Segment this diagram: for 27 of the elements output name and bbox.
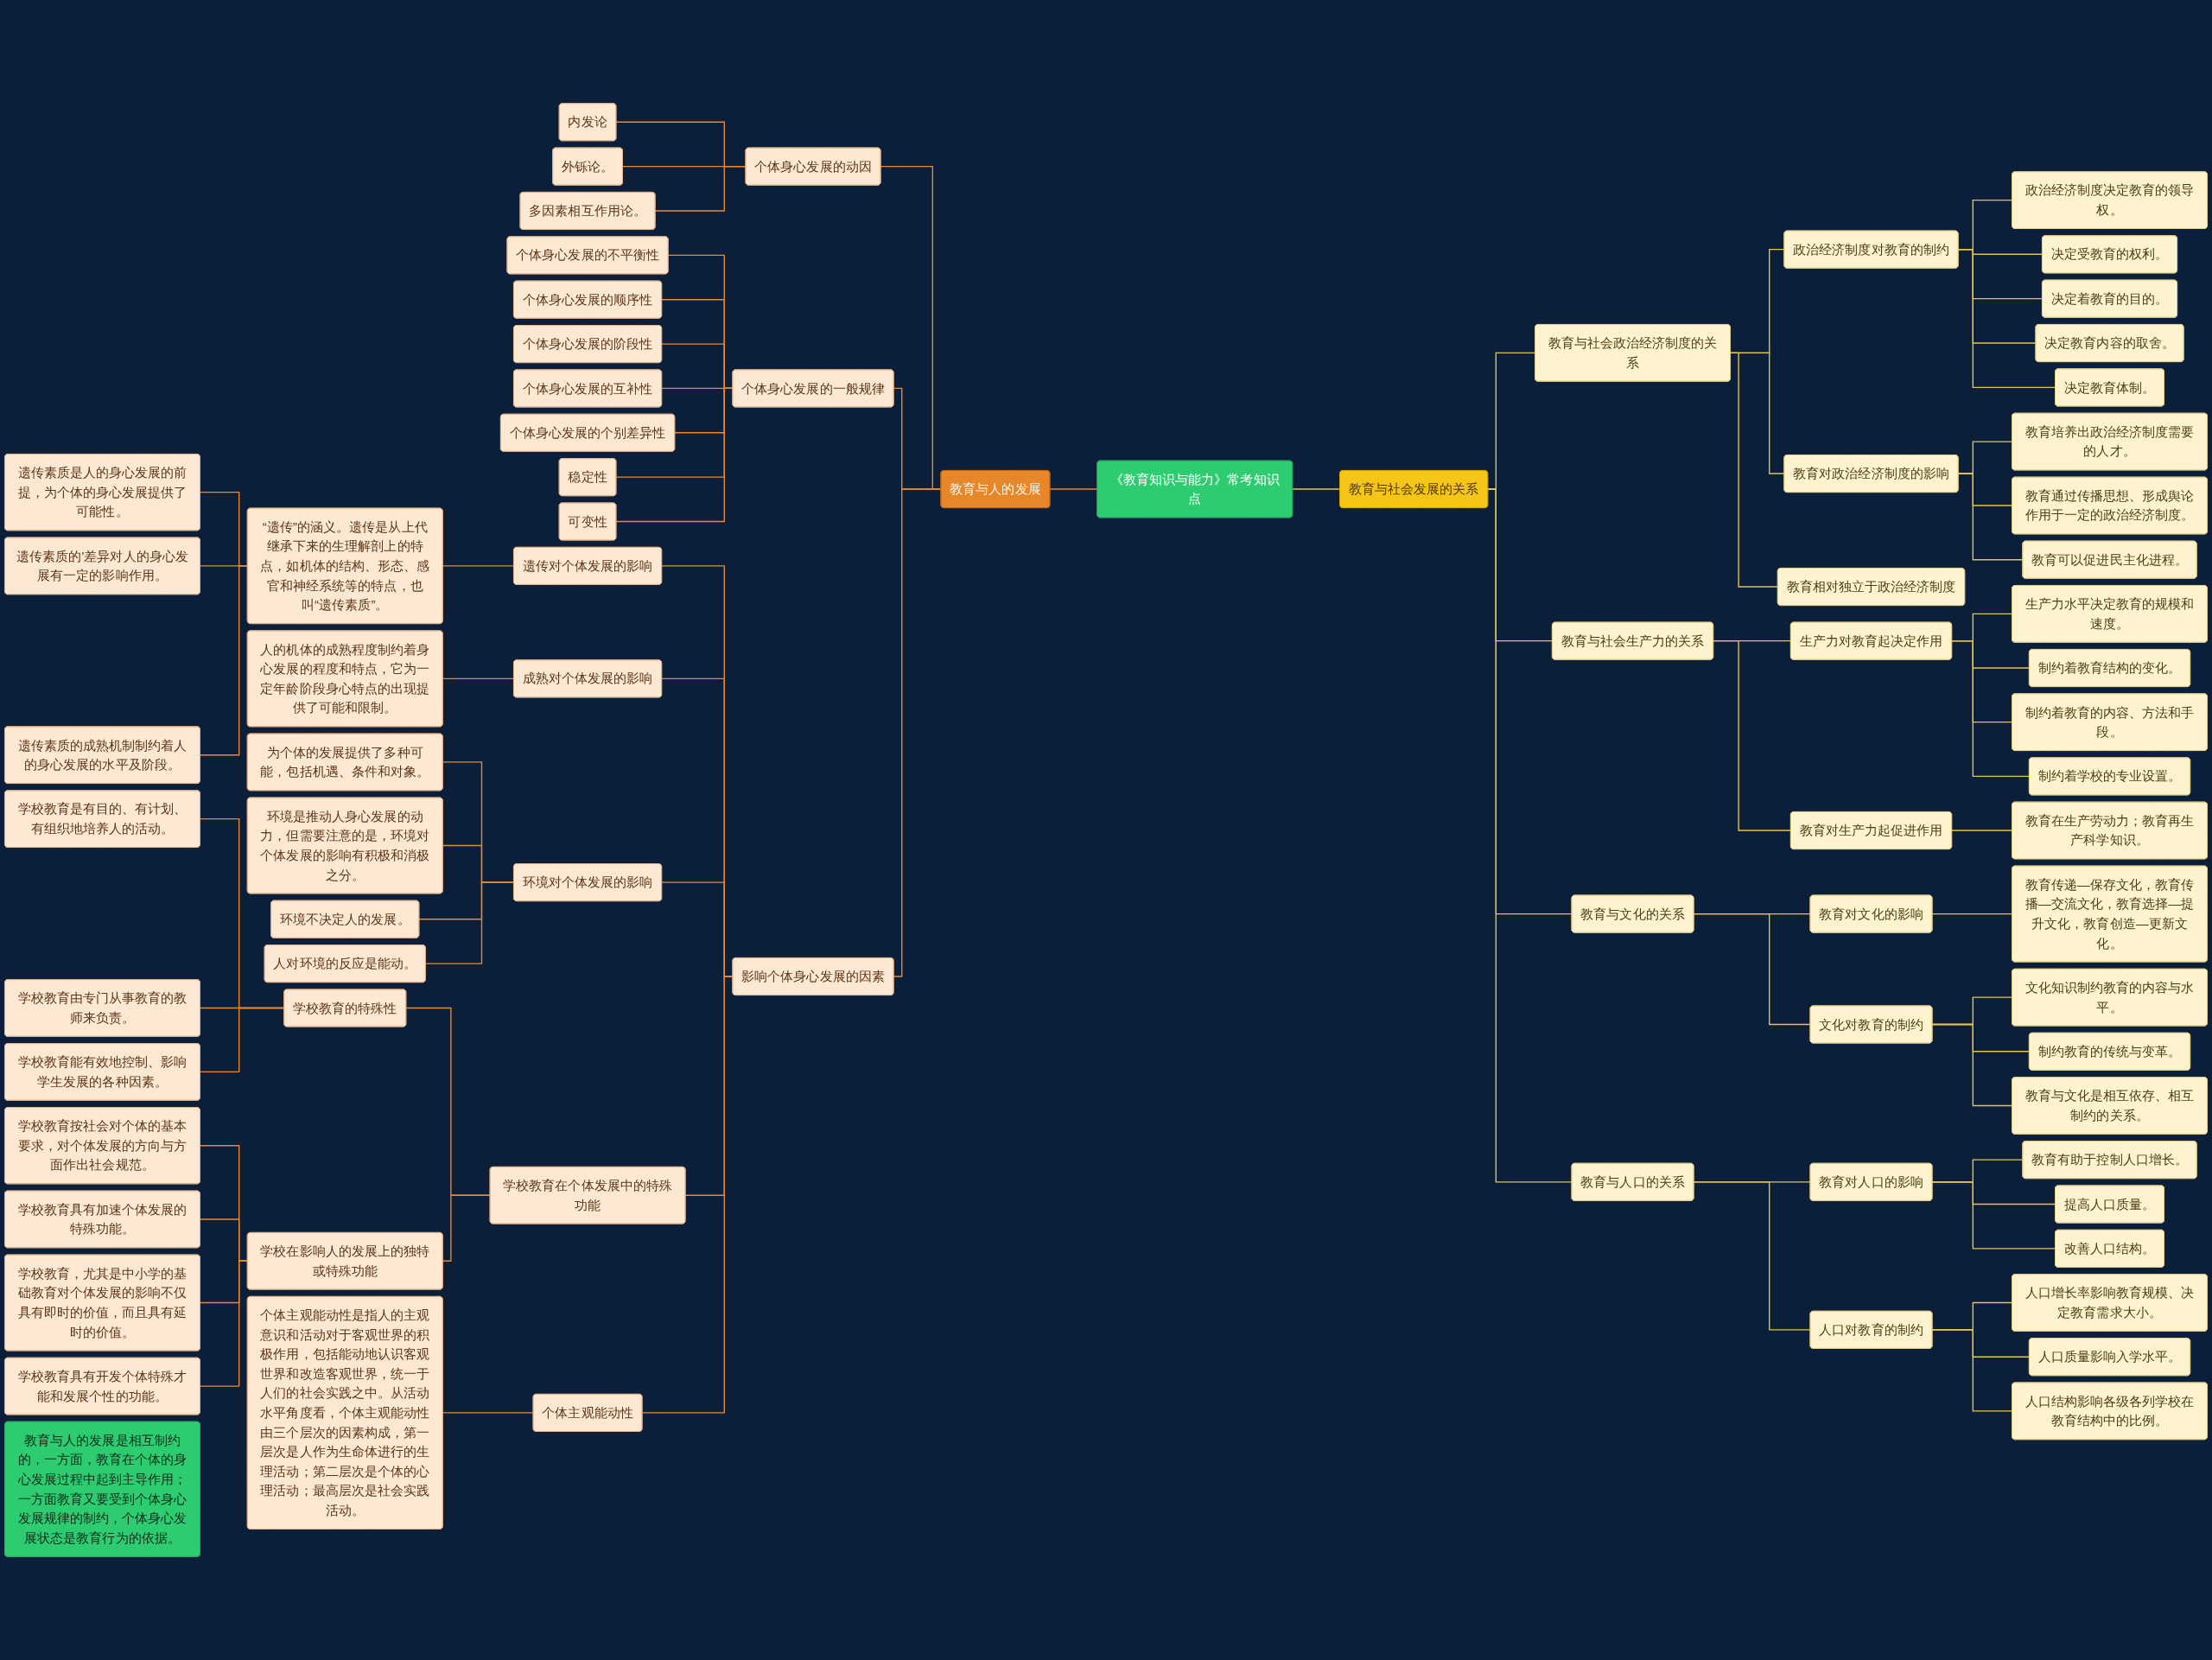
connector (893, 488, 942, 977)
connector (1712, 640, 1792, 831)
connector (641, 976, 734, 1414)
connector (1950, 640, 2031, 778)
connector (1931, 1023, 2013, 1107)
connector (1049, 488, 1098, 490)
connector (615, 387, 734, 523)
connector (1693, 913, 1811, 1026)
connector (1931, 1329, 2013, 1412)
connector (199, 1007, 285, 1073)
connector (424, 881, 515, 964)
connector (442, 677, 515, 680)
connector (1487, 488, 1573, 1183)
connector (1950, 830, 2013, 831)
connector (1931, 913, 2013, 915)
connector (1292, 488, 1341, 490)
connector (442, 1412, 534, 1414)
connector (199, 565, 248, 756)
connector (1931, 1181, 2056, 1250)
connector (1729, 352, 1778, 588)
connector (1693, 1181, 1811, 1331)
connector (442, 565, 515, 567)
connector (199, 1260, 248, 1387)
connector (1957, 248, 2056, 389)
connector (1957, 473, 2024, 561)
connector (442, 1194, 491, 1262)
connector (654, 165, 747, 212)
